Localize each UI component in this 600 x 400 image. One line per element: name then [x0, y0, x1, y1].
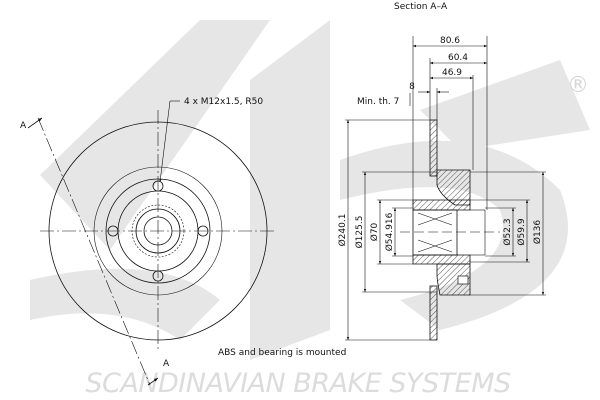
dim-80-6: 80.6: [440, 36, 460, 46]
min-thickness: Min. th. 7: [357, 97, 399, 107]
dim-8: 8: [409, 82, 415, 92]
dim-d59-9: Ø59.9: [516, 218, 527, 245]
section-marker-top: A: [20, 121, 27, 131]
dim-d125-5: Ø125.5: [354, 216, 365, 249]
section-title: Section A–A: [394, 2, 448, 12]
dim-d70: Ø70: [369, 222, 380, 241]
sbs-logo-watermark: [30, 20, 590, 360]
disc-front-view: [27, 100, 276, 386]
registered-mark: ®: [567, 73, 589, 98]
dim-60-4: 60.4: [448, 53, 468, 63]
dim-d54-916: Ø54.916: [384, 212, 395, 251]
dim-46-9: 46.9: [442, 68, 462, 78]
section-marker-bottom: A: [163, 359, 170, 369]
dim-d240-1: Ø240.1: [337, 214, 348, 247]
mounting-note: ABS and bearing is mounted: [218, 348, 346, 358]
disc-section-view: [345, 36, 546, 341]
section-line: [37, 117, 151, 386]
bolt-callout: 4 x M12x1.5, R50: [184, 97, 263, 107]
dim-d52-3: Ø52.3: [502, 218, 513, 245]
brand-watermark: SCANDINAVIAN BRAKE SYSTEMS: [85, 368, 511, 399]
dim-d136: Ø136: [532, 220, 543, 245]
